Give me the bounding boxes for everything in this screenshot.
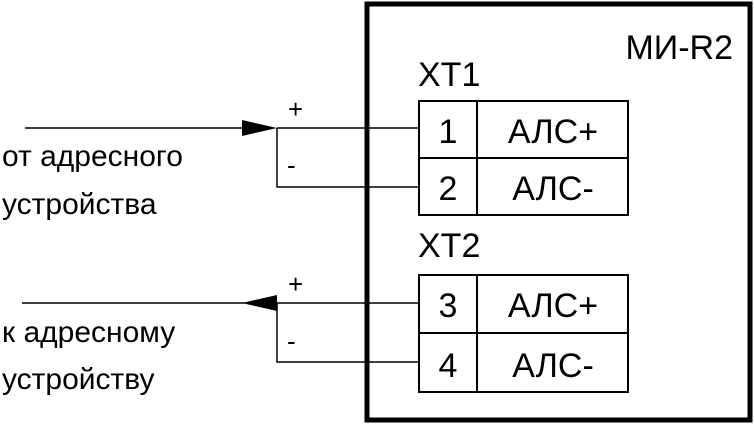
input-source-label-line2: устройства [2, 188, 157, 221]
input-wiring: + - от адресного устройства [2, 94, 419, 221]
terminal-signal-1: АЛС+ [508, 113, 598, 151]
output-plus-sign: + [288, 269, 303, 299]
xt1-terminal-block: 1 АЛС+ 2 АЛС- [418, 100, 629, 216]
terminal-signal-3: АЛС+ [508, 287, 598, 325]
output-arrow-icon [242, 295, 277, 311]
input-arrow-icon [242, 120, 277, 136]
input-minus-sign: - [287, 150, 296, 180]
xt2-label: XT2 [418, 227, 480, 265]
output-minus-wire [276, 303, 419, 363]
output-target-label-line2: устройству [2, 363, 155, 396]
module-box [364, 1, 753, 423]
input-source-label-line1: от адресного [2, 140, 183, 173]
output-target-label-line1: к адресному [2, 316, 175, 349]
input-minus-wire [276, 128, 419, 188]
terminal-signal-4: АЛС- [512, 347, 594, 385]
xt1-label: XT1 [418, 56, 480, 94]
xt2-terminal-block: 3 АЛС+ 4 АЛС- [418, 274, 629, 393]
terminal-number-1: 1 [439, 113, 458, 151]
terminal-number-3: 3 [439, 287, 458, 325]
output-minus-sign: - [287, 326, 296, 356]
terminal-number-4: 4 [439, 347, 458, 385]
terminal-number-2: 2 [439, 170, 458, 208]
input-plus-sign: + [288, 94, 303, 124]
module-title: МИ-R2 [625, 29, 733, 67]
terminal-signal-2: АЛС- [512, 170, 594, 208]
output-wiring: + - к адресному устройству [2, 269, 419, 396]
